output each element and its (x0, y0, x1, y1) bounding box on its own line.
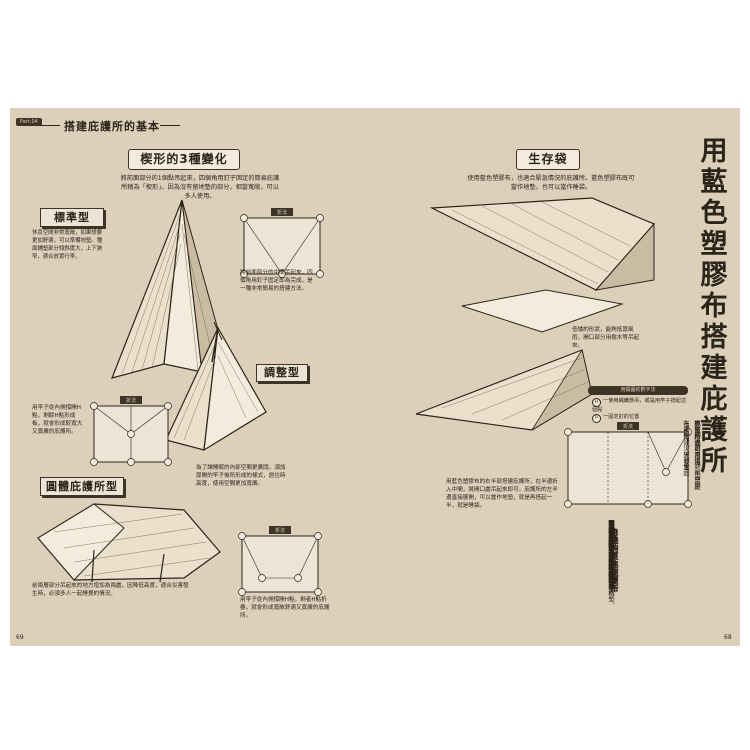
standard-fold-note: 將前面部分的中間吊起來，四個角用釘子固定即為完成，是一種非常簡易的搭建方法。 (240, 270, 313, 292)
subsection-body-line: 藍色塑膠布的價格非常 (607, 520, 614, 583)
legend-h-text: 一使用繩纖懸吊，或是用竿子撐起這個點 (592, 398, 687, 413)
wedge-intro-text: 將前面部分的1個點吊起來，四個角用釘子固定的簡易庇護所稱為「楔形」。因為沒有留地… (120, 175, 280, 200)
legend-head: 用開圓的數字法 (588, 386, 688, 395)
tent-illustration-low (415, 348, 593, 431)
main-body-line: 握了搭建的方法，不只是在露營，災害發生時 (682, 420, 700, 490)
h-symbol-icon: H (592, 398, 601, 407)
fold-tag-rounded: 折法 (275, 527, 285, 534)
subsection-body: 到目前為止，已經介紹 了搭建防水布庇護所的方 法。但其實也可以用身邊的 藍色塑膠… (424, 520, 616, 638)
book-spread: Part.04 搭建庇護所的基本 楔形的3種變化 將前面部分的1個點吊起來，四個… (10, 108, 740, 646)
subsection-body-line: 藍色塑膠布來搭建。 (607, 520, 614, 577)
standard-desc: 休息空間非常寬敞，如果想要更加舒適，可以準備地墊。種面鋪墊部分傾斜度大，上下狹窄… (32, 230, 103, 260)
subsection-body-line: 法。但其實也可以用身邊的 (607, 520, 614, 596)
tent-illustration-adjusted (165, 322, 267, 452)
subsection-body-line: 庇護所時，用塑膠布搭建 (607, 520, 614, 590)
subsection-body-line: 過，其缺點是重量較重， (607, 520, 614, 590)
subsection-body-line: 對較厚的藍色塑膠布搭建 (607, 520, 614, 590)
fold-tag-standard: 折法 (277, 209, 287, 216)
survival-bag-bottom-text: 用藍色塑膠布的右半部搭建庇護所，在半邊折入中間，將開口處吊起來即可。庇護所的左半… (446, 479, 558, 509)
subsection-body-line: 以買到，而且還可以當作地墊、 (607, 520, 614, 609)
subsection-body-line: 適合用來搭建庇護所。不 (607, 520, 614, 590)
legend-p-text: 一固定釘的位置 (603, 414, 640, 420)
part-title: 搭建庇護所的基本 (64, 120, 160, 133)
rounded-desc: 前兩層部分吊起來的地方增加為兩處，因降低高度，適合災害發生時，必須多人一起睡覺的… (32, 583, 189, 597)
label-rounded: 圓體庇護所型 (40, 477, 124, 496)
fold-diagram-standard: 折法 (240, 208, 324, 278)
fold-tag-adjusted: 折法 (126, 397, 136, 404)
subsection-body-line: 到目前為止，已經介紹 (607, 520, 614, 583)
label-standard: 標準型 (40, 208, 104, 227)
fold-diagram-survival-bag: 折法 (564, 422, 692, 508)
main-body-line: 庇護所也可以用藍色塑膠布來搭建。只要掌 (682, 420, 700, 490)
page-number-left: 69 (16, 634, 24, 641)
survival-bag-intro: 使用藍色塑膠布，也適合緊急情況的庇護所。藍色塑膠布既可當作地墊，也可以當作睡袋。 (467, 175, 635, 191)
section-banner-wedge: 楔形的3種變化 (128, 149, 240, 170)
subsection-body-line: 塑膠布搭建庇護所時，也 (607, 520, 614, 590)
fold-diagram-adjusted: 折法 (90, 396, 172, 466)
subsection-body-line: 便宜，只要花一點錢就可 (607, 520, 614, 590)
adjusted-fold-note-b: 為了讓睡眠的內部空間更廣闊，須加厚開的竿子後所形成的樣式，居住時高度，使用空間更… (196, 465, 286, 487)
page-number-right: 68 (724, 634, 732, 641)
part-tag: Part.04 (16, 118, 42, 126)
header-rule-left (40, 125, 60, 126)
subsection-title-line: 也能夠搭建庇護所 (610, 528, 619, 592)
section-banner-survival-bag: 生存袋 (516, 149, 580, 170)
tent-illustration-survival-bag (429, 197, 656, 333)
tent-illustration-rounded (37, 503, 221, 583)
subsection-body-line: 在庇護所的上方有 (607, 520, 614, 571)
survival-bag-note-top: 低矮的形狀，能夠抵禦風雨，開口部分用樹木等吊起來。 (572, 327, 640, 349)
label-adjusted: 調整型 (256, 364, 308, 382)
tent-illustration-standard (111, 199, 223, 379)
subsection-body-line: 要特別注意它的重量，相 (607, 520, 614, 590)
p-symbol-icon: P (592, 414, 601, 423)
adjusted-fold-note: 用竿子從內側撐開H點，剩餘H點形成板，就會形成較寬大又寬廣的庇護所。 (32, 405, 83, 435)
header-rule-right (160, 125, 180, 126)
rounded-fold-note: 用竿子從內側撐開H點，剩者H點折疊，就會形成寬敞舒適又寬廣的庇護所。 (240, 597, 330, 619)
subsection-body-line: 看，庇護所的搭建，用作 (607, 520, 614, 590)
subsection-title-line: 身邊的藍色塑膠布 (610, 528, 619, 592)
subsection-body-line: 要特別注意。 (607, 520, 614, 558)
subsection-body-line: 了搭建防水布庇護所的方 (607, 520, 614, 590)
main-body-line: 也能夠派上用場。 (693, 420, 700, 471)
subsection-body-line: 雨水，在有積水的時候， (607, 520, 614, 590)
fold-tag-survival-bag: 折法 (623, 423, 633, 430)
fold-diagram-rounded: 折法 (238, 526, 322, 596)
main-title: 用藍色塑膠布搭建庇護所 (700, 136, 728, 477)
